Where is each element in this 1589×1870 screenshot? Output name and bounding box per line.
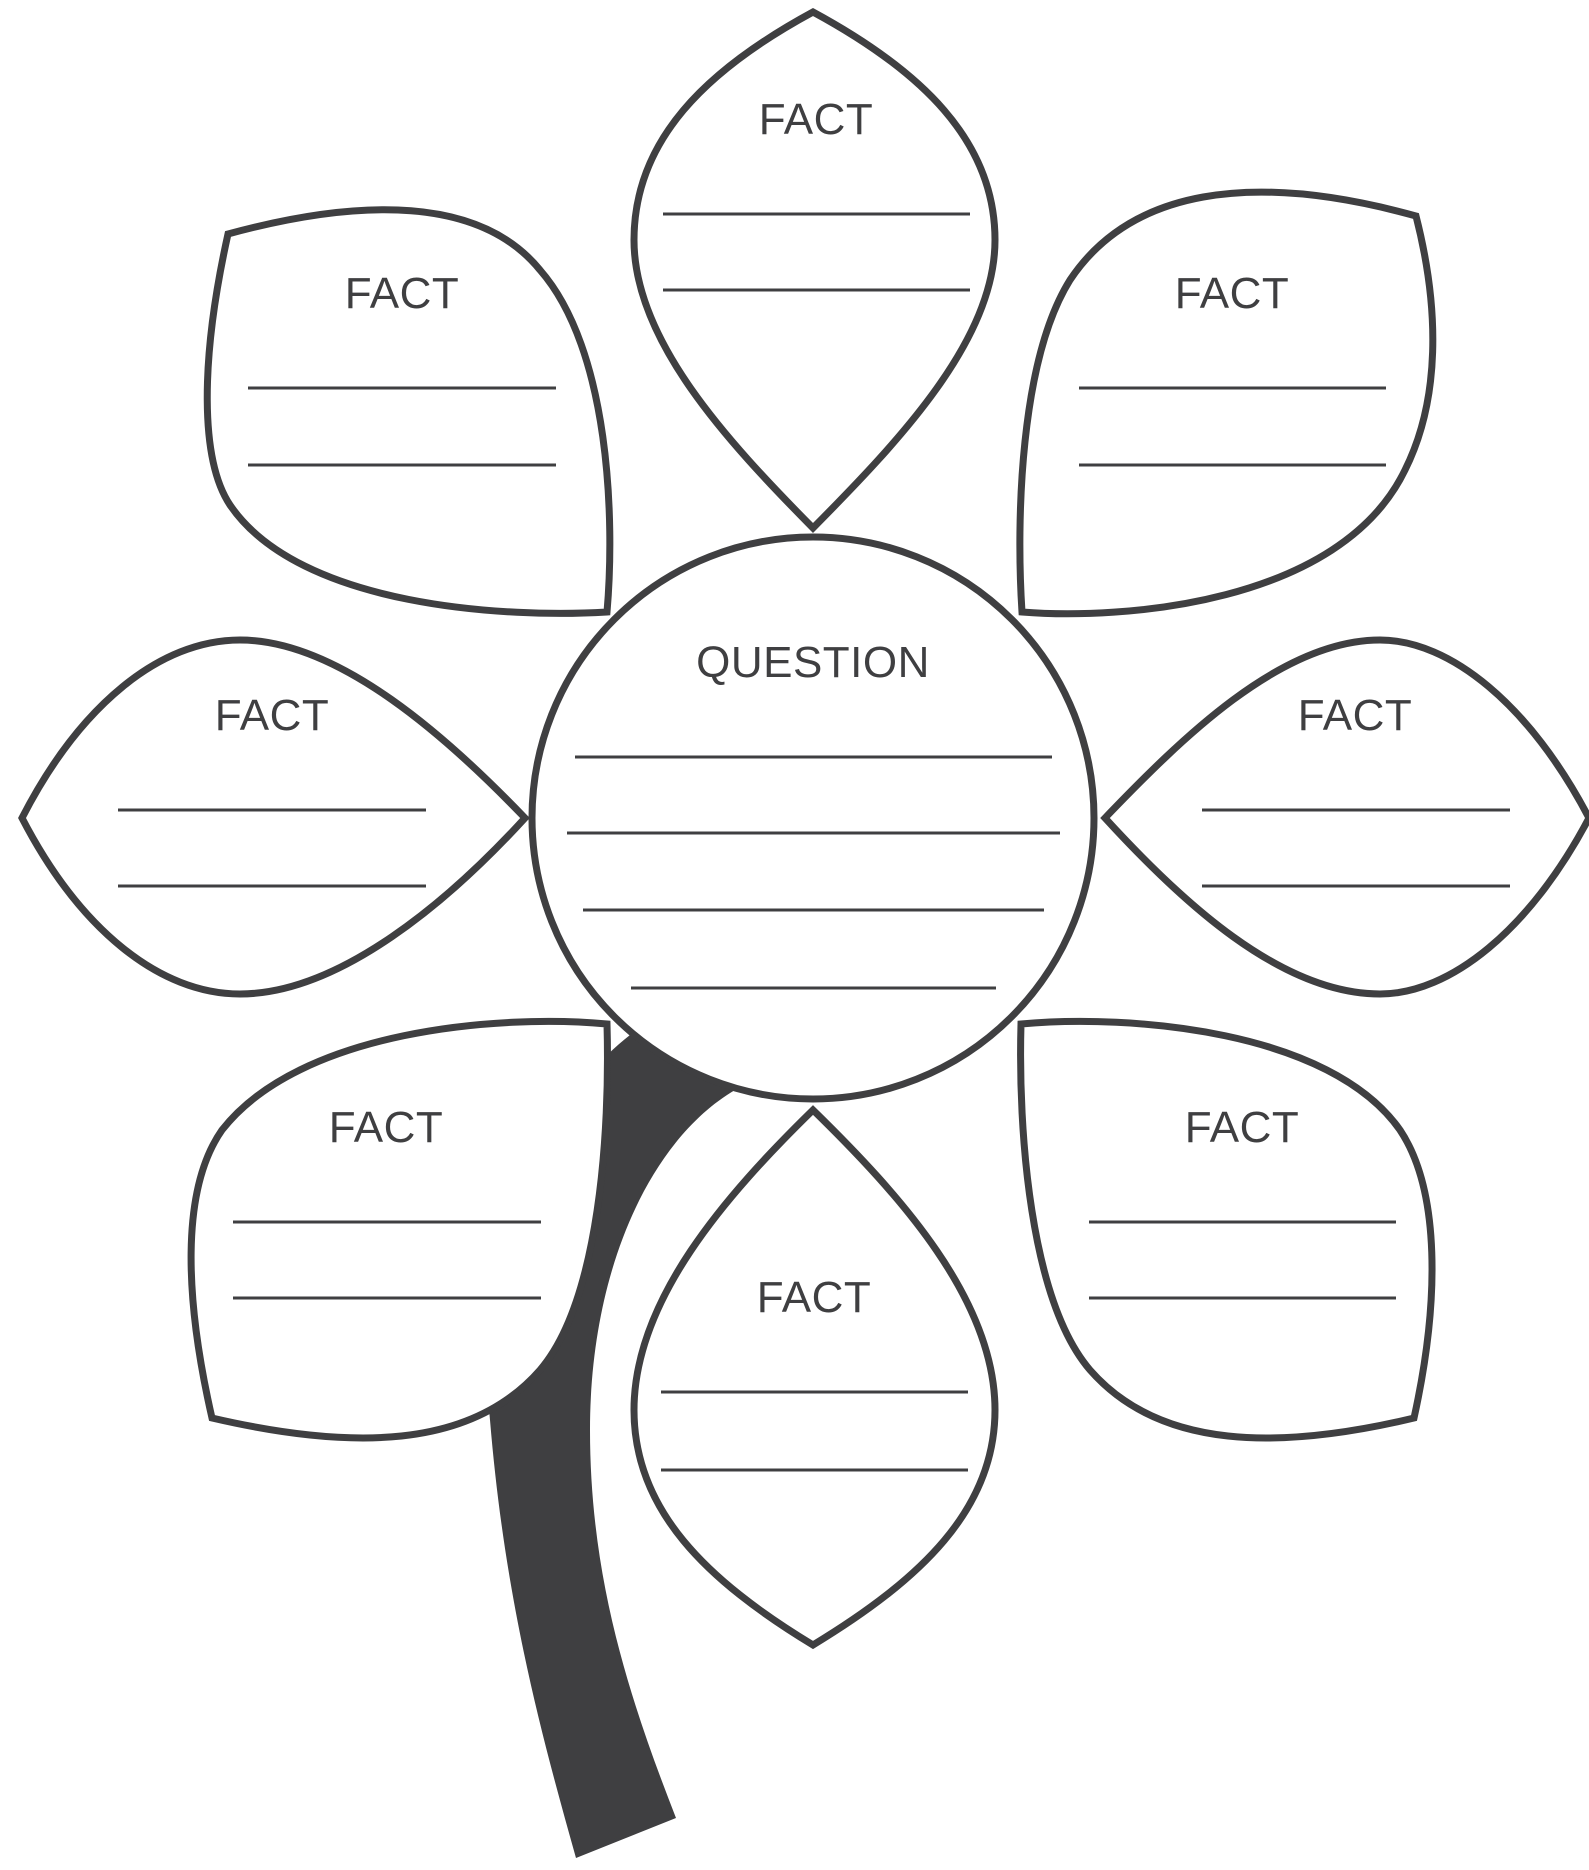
petal-top: FACT bbox=[634, 12, 995, 528]
petal-top-label: FACT bbox=[759, 95, 873, 144]
center-question: QUESTION bbox=[532, 537, 1094, 1099]
petal-left: FACT bbox=[22, 640, 525, 994]
petal-bottom-right: FACT bbox=[1021, 1021, 1432, 1438]
petal-top-left: FACT bbox=[207, 210, 610, 614]
petal-top-right-label: FACT bbox=[1175, 269, 1289, 318]
petal-top-left-label: FACT bbox=[345, 269, 459, 318]
petal-bottom: FACT bbox=[634, 1110, 995, 1645]
petal-top-right: FACT bbox=[1020, 192, 1433, 614]
petal-right-label: FACT bbox=[1298, 691, 1412, 740]
petal-bottom-label: FACT bbox=[757, 1273, 871, 1322]
center-question-label: QUESTION bbox=[696, 638, 930, 687]
petal-bottom-right-label: FACT bbox=[1185, 1103, 1299, 1152]
petal-left-label: FACT bbox=[215, 691, 329, 740]
petal-bottom-left-label: FACT bbox=[329, 1103, 443, 1152]
petal-right: FACT bbox=[1105, 640, 1589, 994]
